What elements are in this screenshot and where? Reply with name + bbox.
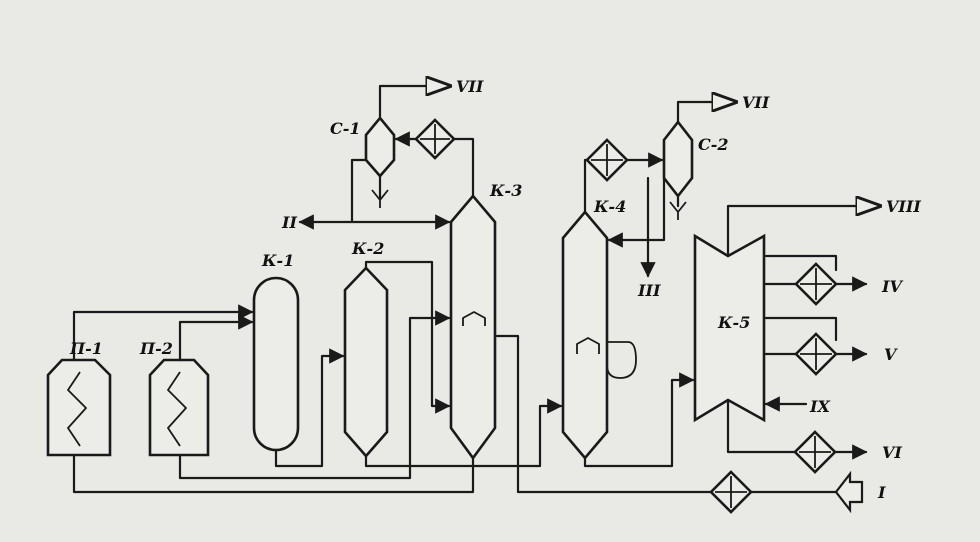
label-column-k5: К-5: [717, 313, 750, 332]
stream-label-iii: III: [637, 281, 661, 300]
furnace-p2: [148, 358, 210, 457]
separator-c2: [662, 119, 694, 199]
heat-exchanger-4: [794, 332, 838, 376]
label-column-k2: К-2: [351, 239, 384, 258]
column-k2: [343, 266, 389, 458]
heat-exchanger-3: [794, 262, 838, 306]
stream-label-ii: II: [281, 213, 297, 232]
column-k3: [449, 193, 497, 461]
stream-label-i: I: [877, 483, 886, 502]
label-furnace-p1: П-1: [69, 339, 103, 358]
heat-exchanger-5: [793, 430, 837, 474]
stream-label-iv: IV: [881, 277, 903, 296]
stream-label-viii: VIII: [886, 197, 921, 216]
label-separator-c2: С-2: [698, 135, 729, 154]
label-column-k3: К-3: [489, 181, 522, 200]
stream-label-vii-2: VII: [742, 93, 770, 112]
stream-label-vii-1: VII: [456, 77, 484, 96]
stream-label-v: V: [884, 345, 898, 364]
furnace-p1: [46, 358, 112, 457]
separator-c1: [364, 115, 396, 178]
label-column-k4: К-4: [593, 197, 626, 216]
label-separator-c1: С-1: [330, 119, 361, 138]
column-k1: [252, 276, 300, 452]
heat-exchanger-2: [585, 138, 629, 182]
feed-inlet-arrow: [834, 470, 864, 514]
heat-exchanger-6: [709, 470, 753, 514]
label-furnace-p2: П-2: [139, 339, 173, 358]
column-k4: [561, 209, 609, 461]
stream-label-vi: VI: [882, 443, 902, 462]
stream-label-ix: IX: [809, 397, 830, 416]
label-column-k1: К-1: [261, 251, 294, 270]
heat-exchanger-1: [414, 118, 456, 160]
